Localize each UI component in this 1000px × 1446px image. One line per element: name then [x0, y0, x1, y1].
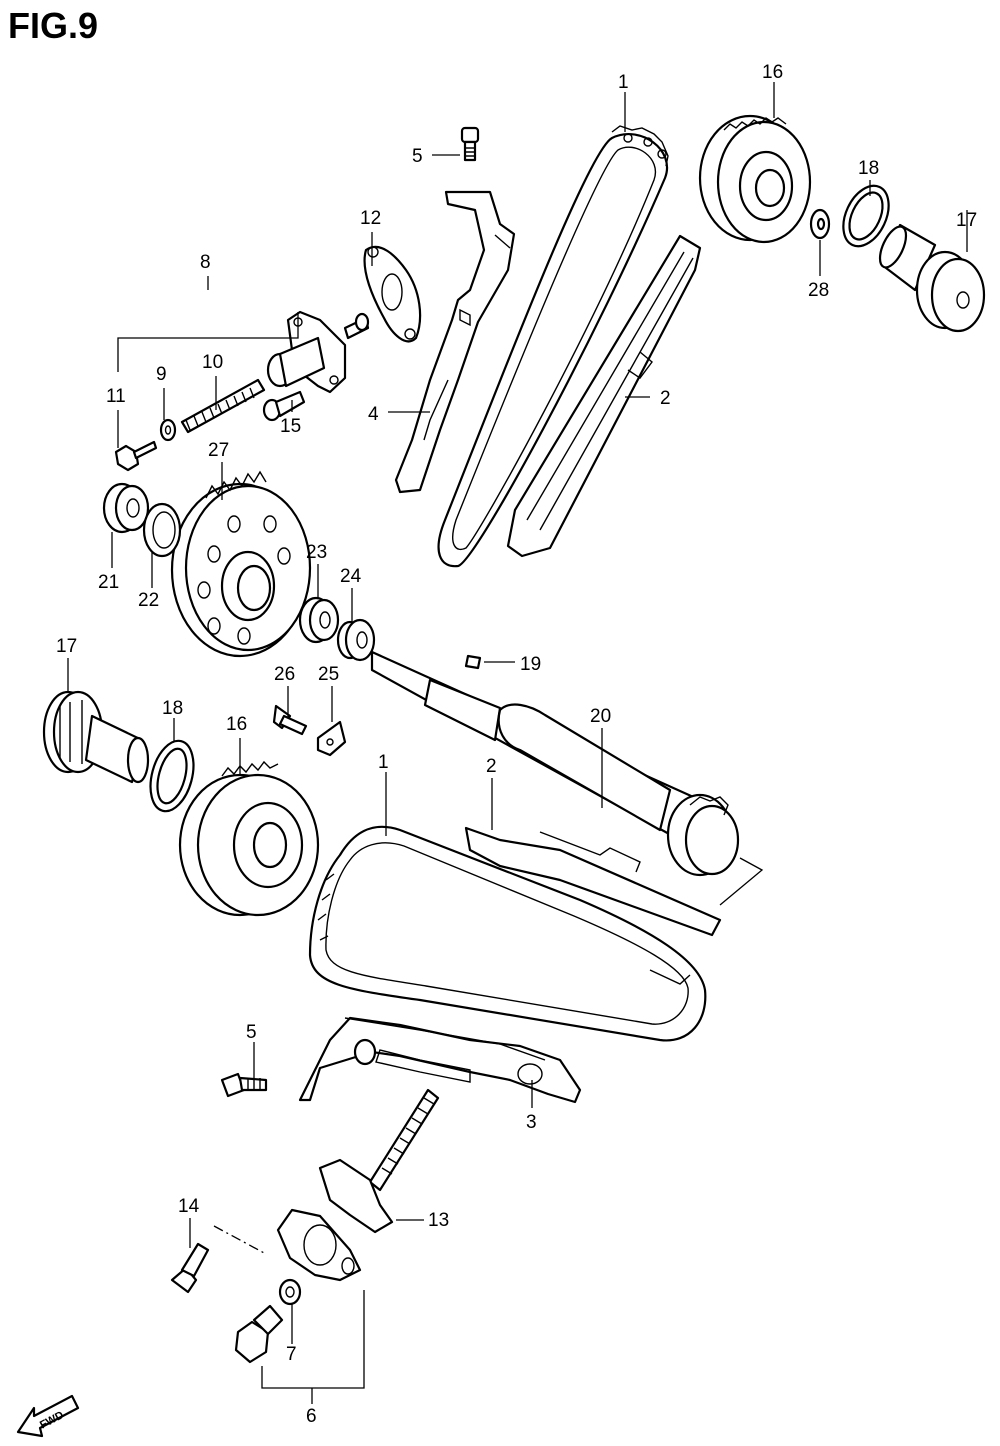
- upper-cam-chain: [437, 125, 669, 568]
- callout-22: 22: [138, 590, 159, 611]
- callout-20: 20: [590, 706, 611, 727]
- shaft-lower: [42, 690, 150, 784]
- callout-7: 7: [286, 1344, 297, 1365]
- lower-chain-guide: [464, 826, 722, 985]
- callout-10: 10: [202, 352, 223, 373]
- callout-1-lower: 1: [378, 752, 389, 773]
- callout-18: 18: [858, 158, 879, 179]
- callout-2: 2: [660, 388, 671, 409]
- callout-5: 5: [412, 146, 423, 167]
- callout-11: 11: [106, 386, 126, 407]
- washer-9: [159, 418, 177, 442]
- callout-9: 9: [156, 364, 167, 385]
- callout-16-lower: 16: [226, 714, 247, 735]
- bolt-15: [262, 390, 306, 422]
- callout-26: 26: [274, 664, 295, 685]
- spring-10: [180, 378, 266, 434]
- cam-sprocket-lower: [178, 760, 320, 917]
- upper-chain-guide: [506, 234, 702, 558]
- callout-16: 16: [762, 62, 783, 83]
- bearing-21: [102, 482, 150, 534]
- tensioner-adjuster-upper: [266, 310, 370, 394]
- fwd-direction-arrow: FWD: [16, 1394, 80, 1438]
- o-ring-upper: [842, 184, 890, 248]
- callout-8: 8: [200, 252, 211, 273]
- gasket-12: [363, 245, 422, 343]
- callout-17-lower: 17: [56, 636, 77, 657]
- callout-3: 3: [526, 1112, 537, 1133]
- callout-18-lower: 18: [162, 698, 183, 719]
- callout-13: 13: [428, 1210, 449, 1231]
- cam-sprocket-upper: [698, 114, 812, 244]
- callout-12: 12: [360, 208, 381, 229]
- callouts: 1 16 5 12 8 18 17 28 2 4 11 9 10 15 27 2…: [56, 62, 977, 1427]
- callout-27: 27: [208, 440, 229, 461]
- lower-cam-chain: [308, 825, 707, 1042]
- callout-21: 21: [98, 572, 119, 593]
- callout-1: 1: [618, 72, 629, 93]
- callout-19: 19: [520, 654, 541, 675]
- plug-6: [234, 1304, 284, 1364]
- tensioner-body: [276, 1088, 440, 1282]
- lower-tensioner-guide: [298, 1016, 582, 1104]
- bolt-upper: [460, 126, 480, 162]
- bolt-26: [272, 704, 308, 736]
- washer-28: [809, 208, 831, 240]
- callout-14: 14: [178, 1196, 200, 1217]
- callout-2-lower: 2: [486, 756, 497, 777]
- washer-7: [278, 1278, 302, 1306]
- o-ring-lower: [149, 739, 195, 813]
- shaft-20: [370, 650, 740, 877]
- callout-6: 6: [306, 1406, 317, 1427]
- key-19: [464, 654, 482, 670]
- sprocket-27: [170, 470, 312, 658]
- callout-24: 24: [340, 566, 362, 587]
- leader-lines: [67, 82, 968, 1404]
- callout-17: 17: [956, 210, 977, 231]
- callout-23: 23: [306, 542, 327, 563]
- bolt-11: [114, 440, 158, 472]
- figure-title: FIG.9: [8, 5, 98, 46]
- callout-28: 28: [808, 280, 829, 301]
- callout-5-lower: 5: [246, 1022, 257, 1043]
- callout-15: 15: [280, 416, 301, 437]
- stopper-25: [316, 720, 347, 757]
- spacer-22: [142, 502, 182, 558]
- bolt-lower: [220, 1072, 268, 1098]
- bearing-23: [298, 596, 340, 644]
- callout-25: 25: [318, 664, 339, 685]
- bearing-24: [336, 618, 376, 662]
- chain-tensioner-guide: [394, 190, 516, 494]
- shaft-upper: [878, 223, 986, 333]
- callout-4: 4: [368, 404, 379, 425]
- bolt-14: [170, 1242, 210, 1294]
